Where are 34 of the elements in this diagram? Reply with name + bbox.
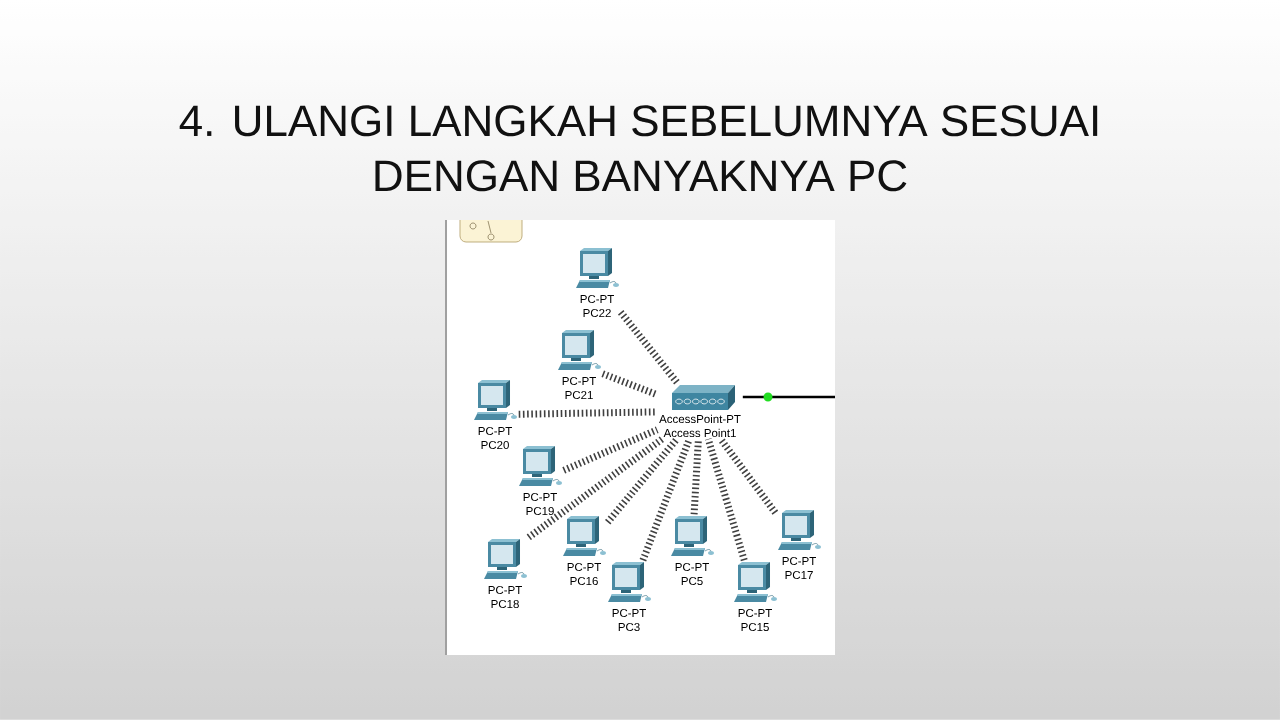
device-type-label: PC-PT [488, 585, 522, 595]
device-type-label: PC-PT [782, 556, 816, 566]
device-name-label: PC17 [785, 570, 813, 580]
device-type-label: PC-PT [562, 376, 596, 386]
wireless-link [717, 436, 779, 515]
device-type-label: PC-PT [612, 608, 646, 618]
device-name-label: PC3 [618, 622, 640, 632]
device-type-label: PC-PT [523, 492, 557, 502]
device-type-label: AccessPoint-PT [659, 414, 741, 424]
wireless-link [605, 436, 680, 525]
cable-line [742, 395, 835, 399]
slide-title: 4. ULANGI LANGKAH SEBELUMNYA SESUAI DENGAN BANYAKNYA PC [179, 105, 1098, 192]
wireless-link [526, 436, 665, 541]
wireless-link [704, 438, 748, 562]
wireless-link [690, 438, 702, 515]
device-type-label: PC-PT [675, 562, 709, 572]
device-type-label: PC-PT [580, 294, 614, 304]
device-name-label: PC21 [565, 390, 593, 400]
device-name-label: PC22 [583, 308, 611, 318]
device-name-label: PC20 [481, 440, 509, 450]
wireless-link [639, 437, 693, 562]
device-type-label: PC-PT [738, 608, 772, 618]
device-type-label: PC-PT [478, 426, 512, 436]
wireless-link [562, 426, 659, 474]
device-name-label: PC18 [491, 599, 519, 609]
wireless-link [518, 408, 658, 418]
device-type-label: PC-PT [567, 562, 601, 572]
device-name-label: PC15 [741, 622, 769, 632]
device-name-label: PC19 [526, 506, 554, 516]
wireless-link [618, 310, 681, 386]
device-name-label: PC16 [570, 576, 598, 586]
device-name-label: PC5 [681, 576, 703, 586]
wireless-link [601, 370, 659, 398]
device-name-label: Access Point1 [663, 428, 736, 438]
